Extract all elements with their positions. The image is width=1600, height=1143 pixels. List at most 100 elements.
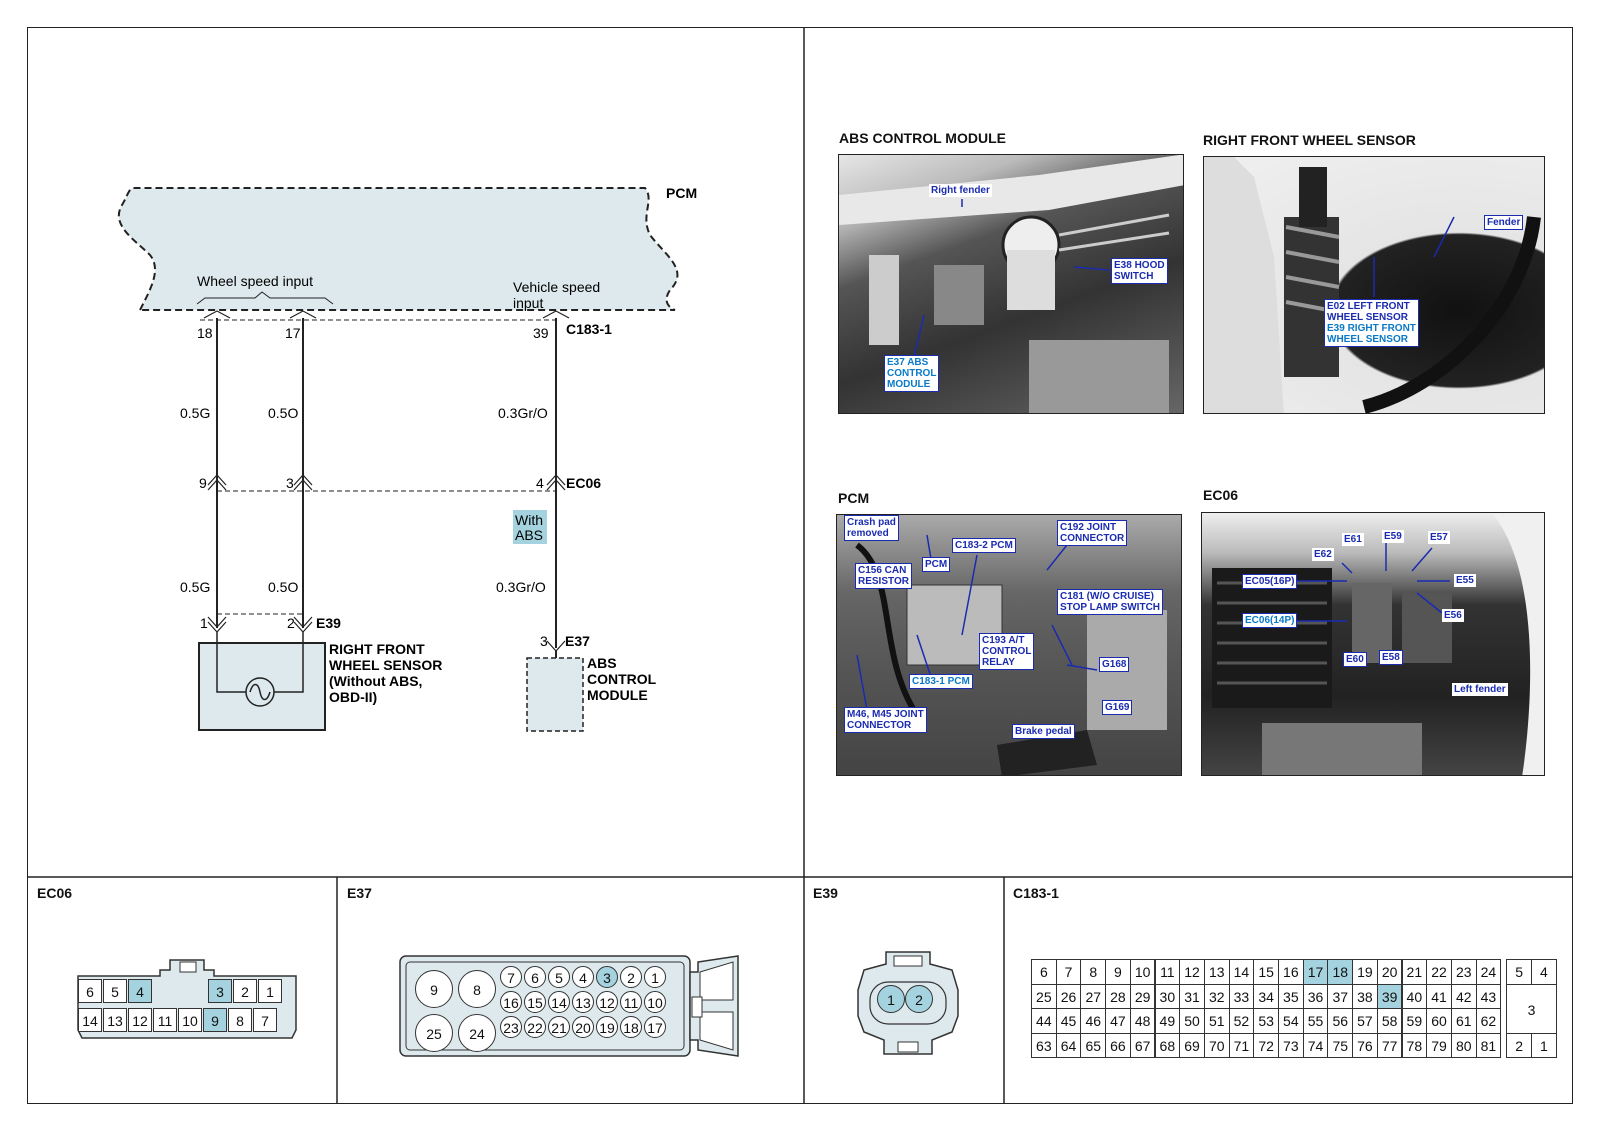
sensor-label-3: (Without ABS, [329,673,422,689]
pin-17: 17 [1302,959,1329,985]
sensor-label-2: WHEEL SENSOR [329,657,442,673]
photo-title-ec06: EC06 [1203,487,1239,503]
wire-label-6: 0.3Gr/O [496,579,546,595]
pin-58: 58 [1376,1008,1403,1034]
pin-65: 65 [1080,1032,1107,1058]
wire-label-2: 0.5O [268,405,298,421]
pin-5: 5 [103,979,127,1003]
pin-2: 2 [905,985,933,1013]
callout-e57: E57 [1428,531,1450,544]
callout-c183-2-pcm: C183-2 PCM [952,538,1016,553]
pin-39: 39 [533,325,549,341]
pin-66: 66 [1105,1032,1131,1058]
pin-2: 2 [620,966,642,988]
pin-13: 13 [572,991,594,1013]
pin-2: 2 [233,979,257,1003]
pin-7: 7 [500,966,522,988]
pin-26: 26 [1055,983,1082,1009]
ec06-photo-illustration [1212,513,1544,775]
abs-label-2: CONTROL [587,671,657,687]
with-abs-tag-2: ABS [515,527,543,543]
pin-12: 12 [1179,959,1205,985]
pin-43: 43 [1475,983,1502,1009]
callout-brake-pedal: Brake pedal [1012,724,1075,739]
pin-4: 4 [572,966,594,988]
pin-55: 55 [1302,1008,1329,1034]
callout-pcm: PCM [922,557,951,572]
pin-16: 16 [500,991,522,1013]
callout-e60: E60 [1343,652,1367,667]
pin-3: 3 [208,979,232,1003]
pin-4: 4 [536,475,544,491]
callout-e58: E58 [1379,650,1403,665]
pin-44: 44 [1031,1008,1057,1034]
pin-41: 41 [1426,983,1452,1009]
pin-10: 10 [1129,959,1156,985]
pin-32: 32 [1203,983,1230,1009]
callout-e59: E59 [1382,530,1404,543]
pin-18: 18 [197,325,213,341]
callout-c181-stop-lamp: C181 (W/O CRUISE)STOP LAMP SWITCH [1057,589,1164,615]
pin-47: 47 [1105,1008,1131,1034]
with-abs-tag-1: With [515,512,543,528]
pcm-label: PCM [666,185,697,201]
pin-31: 31 [1179,983,1205,1009]
pin-19: 19 [1352,959,1378,985]
connector-e37-label: E37 [565,633,590,649]
callout-g168: G168 [1099,657,1130,672]
wire-label-3: 0.3Gr/O [498,405,548,421]
pin-15: 15 [1253,959,1279,985]
pin-27: 27 [1080,983,1107,1009]
pin-11: 11 [1154,959,1181,985]
wire-label-1: 0.5G [180,405,210,421]
pin-28: 28 [1105,983,1131,1009]
pin-80: 80 [1450,1032,1477,1058]
sensor-label-4: OBD-II) [329,689,377,705]
vehicle-speed-input-label-1: Vehicle speed [513,279,600,295]
pin-20: 20 [572,1016,594,1038]
sensor-label-1: RIGHT FRONT [329,641,425,657]
pin-15: 15 [524,991,546,1013]
pin-14: 14 [78,1008,102,1032]
abs-module-box [526,657,584,732]
pin-2: 2 [1506,1032,1532,1058]
pin-24: 24 [1475,959,1502,985]
callout-left-fender: Left fender [1452,683,1508,696]
pin-48: 48 [1129,1008,1156,1034]
pin-1: 1 [644,966,666,988]
pin-8: 8 [458,970,496,1008]
connector-title-e39: E39 [813,885,838,901]
pin-59: 59 [1401,1008,1428,1034]
pin-6: 6 [524,966,546,988]
pin-18: 18 [1327,959,1354,985]
wheel-speed-input-label: Wheel speed input [197,273,313,289]
pin-17: 17 [285,325,301,341]
pin-19: 19 [596,1016,618,1038]
pin-25: 25 [415,1014,453,1052]
pin-46: 46 [1080,1008,1107,1034]
sensor-symbol-icon [249,683,271,701]
pin-42: 42 [1450,983,1477,1009]
callout-c183-1-pcm: C183-1 PCM [909,674,973,689]
pin-4: 4 [128,979,152,1003]
photo-title-wheel-sensor: RIGHT FRONT WHEEL SENSOR [1203,132,1416,148]
pin-34: 34 [1253,983,1279,1009]
pin-53: 53 [1253,1008,1279,1034]
pin-6: 6 [78,979,102,1003]
pin-14: 14 [548,991,570,1013]
pin-72: 72 [1253,1032,1279,1058]
pin-70: 70 [1203,1032,1230,1058]
callout-e56: E56 [1442,609,1464,622]
abs-photo-illustration [839,155,1183,413]
callout-e55: E55 [1454,574,1476,587]
pin-57: 57 [1352,1008,1378,1034]
pin-74: 74 [1302,1032,1329,1058]
pin-16: 16 [1278,959,1304,985]
connector-title-c183-1: C183-1 [1013,885,1059,901]
pin-1: 1 [258,979,282,1003]
pin-2: 2 [287,615,295,631]
